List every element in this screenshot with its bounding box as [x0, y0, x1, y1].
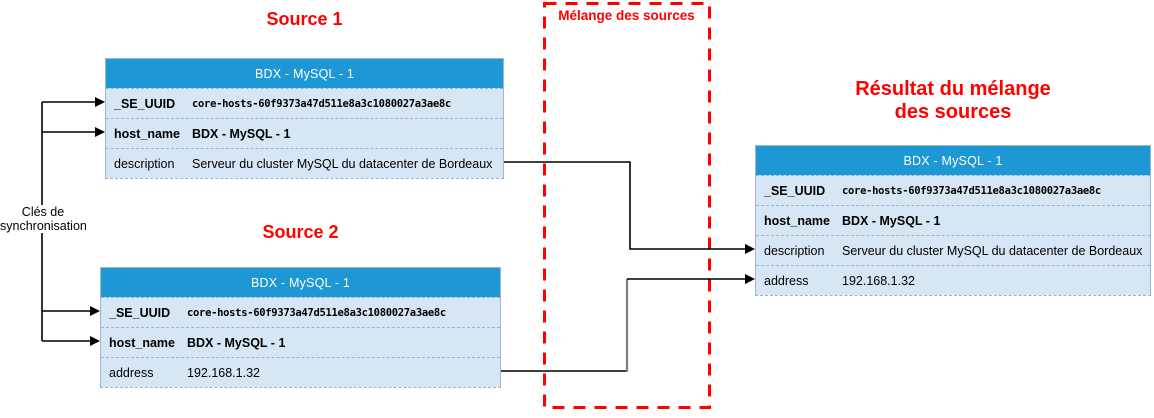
source2-title: Source 2 — [262, 222, 339, 242]
row-key: description — [114, 156, 175, 171]
row-key: _SE_UUID — [114, 96, 176, 111]
result-table: BDX - MySQL - 1 _SE_UUID core-hosts-60f9… — [755, 145, 1151, 296]
row-key: host_name — [114, 126, 180, 141]
row-value: core-hosts-60f9373a47d511e8a3c1080027a3a… — [192, 97, 451, 110]
row-value: BDX - MySQL - 1 — [842, 213, 941, 228]
row-key: address — [109, 365, 154, 380]
source1-table-header: BDX - MySQL - 1 — [106, 59, 503, 88]
merge-zone-box — [543, 2, 711, 409]
merge-wire-source1-description — [504, 161, 755, 254]
row-value: 192.168.1.32 — [187, 365, 260, 380]
row-value: Serveur du cluster MySQL du datacenter d… — [842, 243, 1143, 258]
result-table-header: BDX - MySQL - 1 — [756, 146, 1150, 175]
table-row: _SE_UUID core-hosts-60f9373a47d511e8a3c1… — [106, 88, 503, 118]
source1-table: BDX - MySQL - 1 _SE_UUID core-hosts-60f9… — [105, 58, 504, 179]
source1-title: Source 1 — [266, 9, 343, 29]
row-value: BDX - MySQL - 1 — [192, 126, 291, 141]
result-title-line2: des sources — [894, 101, 1012, 123]
row-value: Serveur du cluster MySQL du datacenter d… — [192, 156, 493, 171]
row-key: _SE_UUID — [764, 183, 826, 198]
source2-table-header: BDX - MySQL - 1 — [101, 268, 500, 297]
row-key: _SE_UUID — [109, 305, 171, 320]
sync-keys-label-line2: synchronisation — [0, 219, 87, 233]
row-key: address — [764, 273, 809, 288]
source2-table: BDX - MySQL - 1 _SE_UUID core-hosts-60f9… — [100, 267, 501, 388]
row-value: 192.168.1.32 — [842, 273, 915, 288]
row-value: core-hosts-60f9373a47d511e8a3c1080027a3a… — [842, 184, 1101, 197]
result-title-line1: Résultat du mélange — [855, 78, 1051, 100]
sync-keys-label-line1: Clés de — [21, 205, 65, 219]
table-row: _SE_UUID core-hosts-60f9373a47d511e8a3c1… — [756, 175, 1150, 205]
row-key: host_name — [109, 335, 175, 350]
table-row: _SE_UUID core-hosts-60f9373a47d511e8a3c1… — [101, 297, 500, 327]
table-row: address 192.168.1.32 — [101, 357, 500, 387]
table-row: description Serveur du cluster MySQL du … — [756, 235, 1150, 265]
merge-zone-title: Mélange des sources — [558, 8, 695, 23]
table-row: host_name BDX - MySQL - 1 — [101, 327, 500, 357]
table-row: address 192.168.1.32 — [756, 265, 1150, 295]
table-row: host_name BDX - MySQL - 1 — [106, 118, 503, 148]
table-row: host_name BDX - MySQL - 1 — [756, 205, 1150, 235]
sync-keys-label: Clés de synchronisation — [0, 205, 87, 233]
row-value: core-hosts-60f9373a47d511e8a3c1080027a3a… — [187, 306, 446, 319]
row-value: BDX - MySQL - 1 — [187, 335, 286, 350]
row-key: description — [764, 243, 825, 258]
table-row: description Serveur du cluster MySQL du … — [106, 148, 503, 178]
result-title: Résultat du mélange des sources — [755, 78, 1151, 124]
row-key: host_name — [764, 213, 830, 228]
